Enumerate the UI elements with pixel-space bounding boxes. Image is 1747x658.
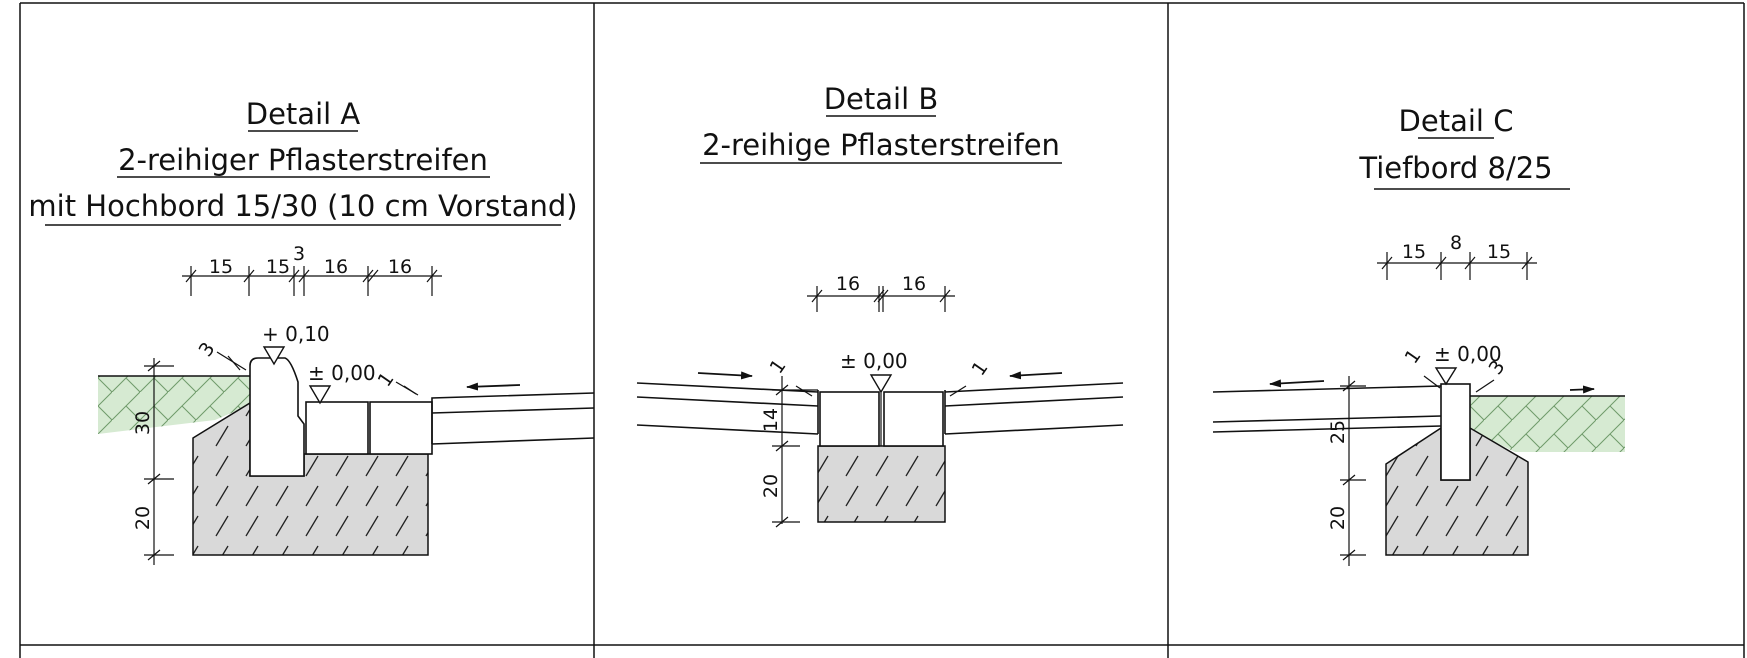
detail-c-dim-1: 15	[1402, 241, 1426, 263]
detail-a-side-dim-30: 30	[132, 411, 154, 435]
detail-a-slope-arrow	[466, 382, 521, 391]
detail-a-dim-1: 15	[209, 256, 233, 278]
detail-a-paver-1	[305, 401, 369, 455]
detail-c-slope-arrow-right	[1569, 385, 1595, 394]
detail-b-title-line2: 2-reihige Pflasterstreifen	[702, 128, 1060, 162]
detail-c-level: ± 0,00	[1434, 342, 1502, 366]
detail-b-dim-1: 16	[836, 273, 860, 295]
detail-c-level-marker	[1434, 367, 1458, 386]
detail-b-side-dim-20: 20	[760, 474, 782, 498]
detail-a-title-line1: Detail A	[246, 97, 361, 131]
detail-c-side-dim-1: 1	[1401, 345, 1426, 368]
detail-c-side-dimensions	[1340, 375, 1495, 566]
detail-a-level-1: + 0,10	[262, 322, 330, 346]
detail-b-side-dim-1-right: 1	[968, 357, 993, 380]
detail-b-side-dimensions	[772, 376, 967, 528]
detail-a-side-dimensions	[144, 351, 419, 565]
detail-b-title-line1: Detail B	[824, 82, 939, 116]
detail-c-slope-arrow-left	[1269, 379, 1325, 388]
detail-a-side-dim-3: 3	[195, 338, 220, 361]
detail-a-side-dim-20: 20	[132, 506, 154, 530]
detail-a-side-dim-1: 1	[374, 368, 399, 391]
detail-b-paver-1	[819, 391, 880, 447]
detail-a-road-layers	[431, 392, 595, 445]
detail-b-side-dim-1-left: 1	[766, 355, 791, 378]
detail-c-title: Detail C Tiefbord 8/25	[1358, 104, 1570, 190]
detail-a-level-marker-1	[262, 346, 286, 366]
detail-b-level-marker	[869, 374, 893, 394]
detail-c-side-dim-25: 25	[1327, 420, 1349, 444]
sheet-frame	[19, 2, 1745, 658]
detail-b-level: ± 0,00	[840, 349, 908, 373]
detail-c-lawn	[1470, 396, 1625, 452]
detail-b-road-left	[636, 382, 819, 435]
detail-a-top-dimensions	[182, 266, 442, 296]
detail-a-dim-3: 3	[293, 243, 305, 265]
detail-a-lawn	[98, 376, 250, 434]
detail-c-curb	[1440, 383, 1471, 481]
detail-c-dim-3: 15	[1487, 241, 1511, 263]
detail-c-title-line1: Detail C	[1399, 104, 1514, 138]
detail-b-slope-arrow-left	[697, 371, 753, 380]
detail-c-side-dim-20: 20	[1327, 506, 1349, 530]
detail-b-road-right	[944, 382, 1124, 435]
detail-a: Detail A 2-reihiger Pflasterstreifen mit…	[28, 97, 595, 565]
detail-a-paver-2	[369, 401, 433, 455]
detail-b-slope-arrow-right	[1009, 371, 1063, 380]
detail-a-level-marker-2	[308, 385, 332, 405]
detail-b-dim-2: 16	[902, 273, 926, 295]
detail-c-title-line2: Tiefbord 8/25	[1358, 151, 1552, 185]
detail-a-dim-2: 15	[266, 256, 290, 278]
detail-a-level-2: ± 0,00	[308, 361, 376, 385]
detail-a-curb	[249, 357, 305, 477]
detail-b-title: Detail B 2-reihige Pflasterstreifen	[700, 82, 1062, 164]
detail-a-title-line3: mit Hochbord 15/30 (10 cm Vorstand)	[28, 189, 577, 223]
detail-a-dim-4: 16	[324, 256, 348, 278]
detail-a-title-line2: 2-reihiger Pflasterstreifen	[118, 143, 488, 177]
detail-b: Detail B 2-reihige Pflasterstreifen 16 1…	[636, 82, 1124, 528]
detail-a-dim-5: 16	[388, 256, 412, 278]
detail-a-title: Detail A 2-reihiger Pflasterstreifen mit…	[28, 97, 578, 226]
detail-b-side-dim-14: 14	[760, 408, 782, 432]
detail-b-top-dimensions	[807, 286, 955, 312]
detail-b-paver-2	[883, 391, 944, 447]
detail-c-dim-2: 8	[1450, 232, 1462, 254]
detail-c-top-dimensions	[1377, 252, 1537, 280]
detail-b-concrete-bed	[817, 445, 946, 523]
detail-c: Detail C Tiefbord 8/25 15 8 15	[1212, 104, 1625, 566]
detail-c-road-layers	[1212, 385, 1442, 433]
